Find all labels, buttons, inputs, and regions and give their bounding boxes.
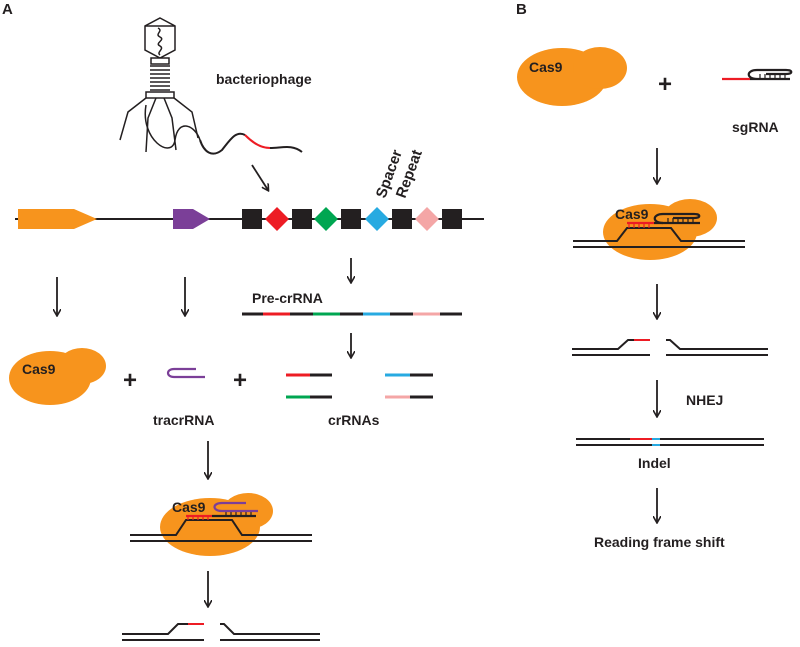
spacer-blue — [365, 207, 389, 231]
nhej-label: NHEJ — [686, 392, 723, 408]
crrnas-icon — [286, 373, 433, 399]
tracrrna-label: tracrRNA — [153, 412, 214, 428]
cas9-complex-b — [573, 199, 745, 260]
indel-label: Indel — [638, 455, 671, 471]
arrow-phage-to-array — [251, 164, 268, 190]
phage-dna-tail — [269, 146, 303, 153]
repeat-block — [292, 209, 312, 229]
cas9-protein — [9, 348, 106, 405]
repaired-dna-indel — [576, 438, 764, 446]
plus-sign: + — [233, 367, 247, 394]
panel-label-a: A — [2, 1, 13, 18]
phage-dna-black — [199, 132, 246, 155]
plus-sign: + — [658, 71, 672, 98]
cleaved-dna-b — [572, 339, 768, 356]
cas9-protein-b — [517, 47, 627, 106]
cas9-complex-label-a: Cas9 — [172, 499, 206, 515]
crispr-array — [242, 207, 462, 231]
reading-frame-shift-label: Reading frame shift — [594, 534, 725, 550]
spacer-pink — [415, 207, 439, 231]
cas9-label-b: Cas9 — [529, 59, 563, 75]
spacer-red — [265, 207, 289, 231]
repeat-block — [242, 209, 262, 229]
sgrna-label: sgRNA — [732, 119, 779, 135]
cleaved-dna-a — [122, 623, 320, 641]
plus-sign: + — [123, 367, 137, 394]
tracrrna-icon — [166, 367, 205, 379]
phage-dna-red — [244, 134, 271, 149]
repeat-block — [442, 209, 462, 229]
repeat-block — [341, 209, 361, 229]
panel-label-b: B — [516, 1, 527, 18]
tracrrna-gene — [173, 209, 210, 229]
cas9-label-a: Cas9 — [22, 361, 56, 377]
bacteriophage-label: bacteriophage — [216, 71, 312, 87]
crrnas-label: crRNAs — [328, 412, 380, 428]
repeat-block — [392, 209, 412, 229]
sgrna-icon — [722, 68, 793, 81]
pre-crrna-label: Pre-crRNA — [252, 290, 323, 306]
spacer-green — [314, 207, 338, 231]
cas9-complex-a — [130, 493, 312, 556]
bacteriophage-icon — [119, 17, 201, 153]
cas9-complex-label-b: Cas9 — [615, 206, 649, 222]
cas9-gene — [18, 209, 97, 229]
